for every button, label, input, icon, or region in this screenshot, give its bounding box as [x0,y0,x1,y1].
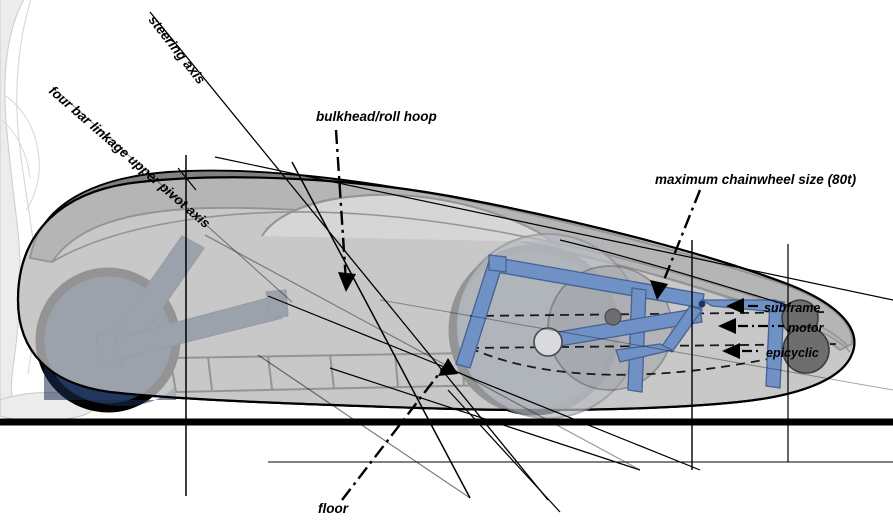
drive-units [781,299,830,374]
upper-tangent-line [214,156,893,301]
leader-arrowheads [338,272,668,376]
dash-dot-axes [334,129,702,501]
label-epicyclic: epicyclic [766,346,819,360]
rear-subframe-tubing [455,254,785,393]
label-floor: floor [318,501,349,516]
label-motor: motor [788,321,825,335]
label-steering-axis: steering axis [146,13,209,88]
four-bar-axis-line [57,91,293,303]
fairing-outline [16,176,856,412]
callout-leaders [718,298,784,359]
floor-axis [341,361,449,501]
chainwheel-axis [658,189,702,291]
bulkhead-reference-line [291,161,471,499]
label-max-chainwheel: maximum chainwheel size (80t) [655,172,857,187]
epicyclic-gear-unit [782,326,830,374]
label-bulkhead-roll-hoop: bulkhead/roll hoop [316,109,437,124]
label-subframe: subframe [764,301,820,315]
